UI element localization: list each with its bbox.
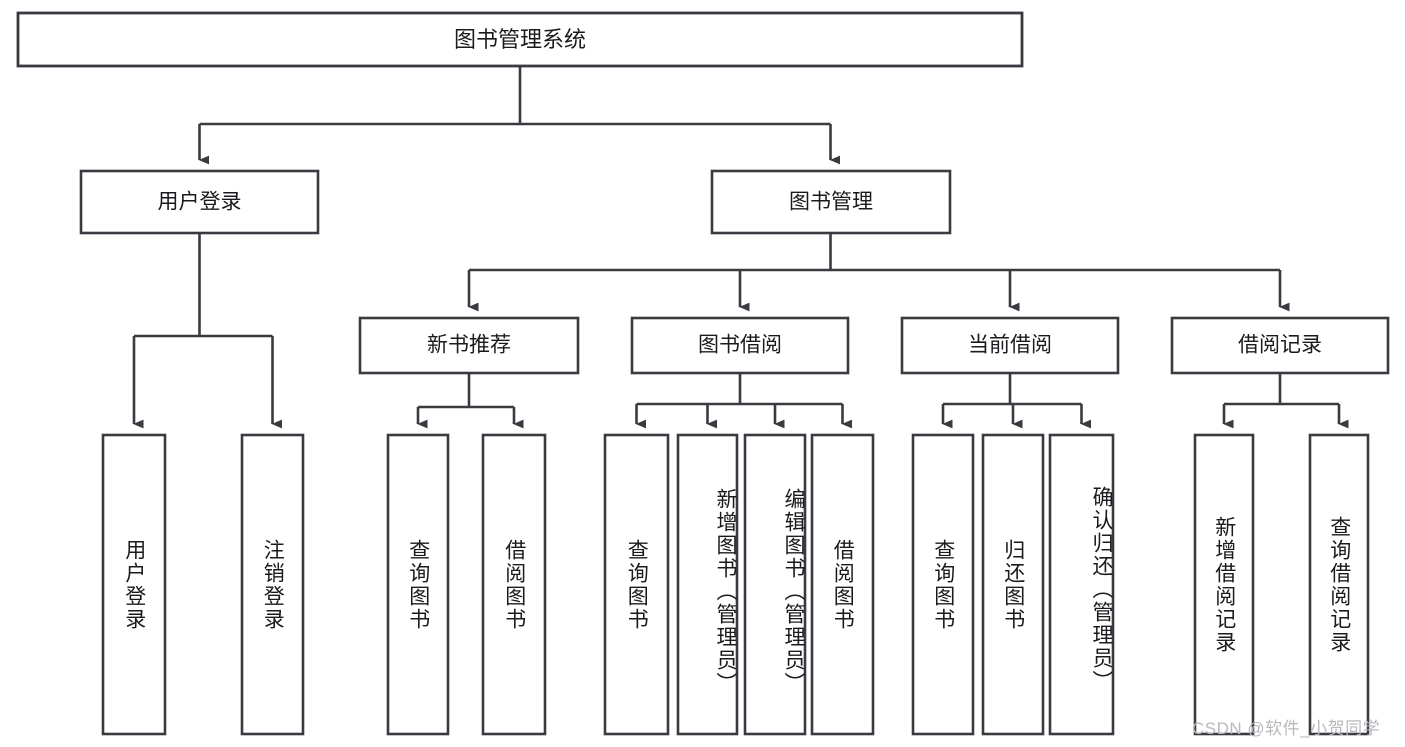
- leaf-box-layer: [101, 433, 1370, 736]
- leaf-box-logout[interactable]: [240, 433, 305, 736]
- leaf-box-borrow-book-2[interactable]: [810, 433, 875, 736]
- node-book-borrow-label: 图书借阅: [698, 334, 782, 357]
- leaf-box-user-login[interactable]: [101, 433, 167, 736]
- node-borrow-records-box[interactable]: [1170, 316, 1390, 375]
- connector-layer: [132, 66, 1349, 429]
- leaf-box-query-book-2[interactable]: [603, 433, 670, 736]
- node-user-login[interactable]: 用户登录: [79, 169, 320, 235]
- node-new-book-recommend[interactable]: 新书推荐: [358, 316, 580, 375]
- node-root-box[interactable]: [16, 11, 1024, 68]
- node-current-borrow-label: 当前借阅: [968, 334, 1052, 357]
- node-root[interactable]: 图书管理系统: [16, 11, 1024, 68]
- node-book-mgmt[interactable]: 图书管理: [710, 169, 952, 235]
- leaf-box-query-record[interactable]: [1308, 433, 1370, 736]
- node-user-login-box[interactable]: [79, 169, 320, 235]
- node-borrow-records-label: 借阅记录: [1238, 334, 1322, 357]
- leaf-box-query-book-3[interactable]: [911, 433, 975, 736]
- node-borrow-records[interactable]: 借阅记录: [1170, 316, 1390, 375]
- node-new-book-recommend-box[interactable]: [358, 316, 580, 375]
- node-root-label: 图书管理系统: [454, 27, 586, 52]
- leaf-box-confirm-return-admin[interactable]: [1048, 433, 1115, 736]
- node-user-login-label: 用户登录: [158, 191, 242, 214]
- leaf-box-borrow-book-1[interactable]: [481, 433, 547, 736]
- leaf-box-return-book[interactable]: [981, 433, 1045, 736]
- leaf-box-add-record[interactable]: [1193, 433, 1255, 736]
- leaf-box-query-book-1[interactable]: [386, 433, 450, 736]
- node-book-borrow[interactable]: 图书借阅: [630, 316, 850, 375]
- node-book-mgmt-label: 图书管理: [789, 191, 873, 214]
- leaf-box-add-book-admin[interactable]: [676, 433, 739, 736]
- node-book-borrow-box[interactable]: [630, 316, 850, 375]
- node-new-book-recommend-label: 新书推荐: [427, 334, 511, 357]
- csdn-watermark: CSDN @软件_小贺同学: [1192, 719, 1381, 738]
- node-current-borrow[interactable]: 当前借阅: [900, 316, 1120, 375]
- node-book-mgmt-box[interactable]: [710, 169, 952, 235]
- leaf-box-edit-book-admin[interactable]: [743, 433, 807, 736]
- node-current-borrow-box[interactable]: [900, 316, 1120, 375]
